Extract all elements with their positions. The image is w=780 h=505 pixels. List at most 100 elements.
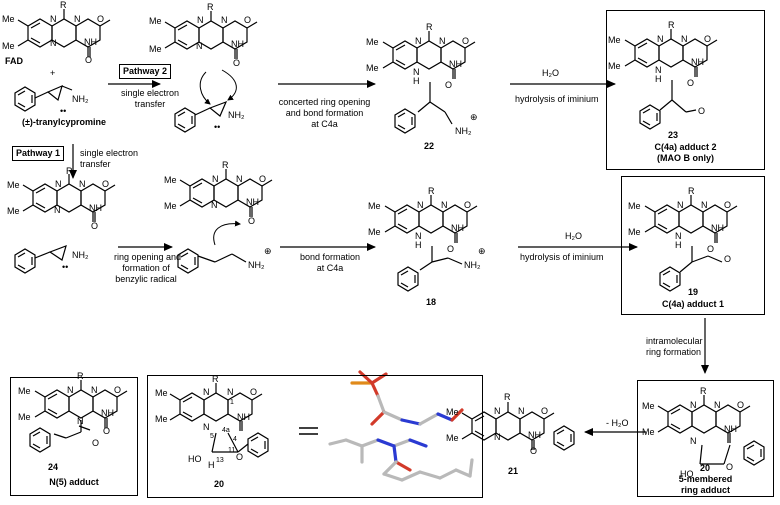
- svg-text:N: N: [494, 406, 501, 416]
- svg-text:Me: Me: [18, 412, 31, 422]
- svg-text:N: N: [211, 200, 218, 210]
- svg-text:Me: Me: [7, 180, 20, 190]
- svg-text:O: O: [259, 174, 266, 184]
- svg-text:O: O: [530, 446, 537, 456]
- svg-text:O: O: [704, 34, 711, 44]
- ring-opening-line3: benzylic radical: [115, 274, 177, 284]
- svg-text:N: N: [203, 422, 210, 432]
- svg-text:N: N: [518, 406, 525, 416]
- fad-label: FAD: [5, 56, 23, 66]
- svg-text:⊕: ⊕: [478, 246, 486, 256]
- compound-20-name-line1: 5-membered: [678, 474, 733, 484]
- svg-text:O: O: [236, 452, 243, 462]
- svg-text:Me: Me: [642, 427, 655, 437]
- svg-text:O: O: [103, 426, 110, 436]
- box-compound-20-3d: [147, 375, 483, 498]
- svg-text:N: N: [196, 41, 203, 51]
- bond-formation-line1: bond formation: [299, 252, 361, 262]
- svg-text:NH: NH: [711, 223, 724, 233]
- compound-20-label: 20: [700, 463, 711, 473]
- compound-18-structure: [384, 194, 478, 292]
- svg-text:O: O: [445, 80, 452, 90]
- svg-text:Me: Me: [642, 401, 655, 411]
- svg-text:O: O: [737, 400, 744, 410]
- svg-text:N: N: [655, 65, 662, 75]
- compound-19-label: 19: [688, 287, 699, 297]
- svg-text:NH: NH: [528, 430, 541, 440]
- svg-text:N: N: [677, 200, 684, 210]
- minus-water-label: - H₂O: [606, 418, 629, 428]
- hydrolysis-top-label: hydrolysis of iminium: [515, 94, 599, 104]
- box-compound-24: [10, 377, 138, 496]
- svg-text:HO: HO: [188, 454, 202, 464]
- svg-text:O: O: [698, 106, 705, 116]
- svg-text:NH: NH: [449, 59, 462, 69]
- svg-text:O: O: [447, 244, 454, 254]
- svg-text:4: 4: [233, 436, 237, 443]
- svg-text:R: R: [426, 22, 433, 32]
- compound-20-drawing: [169, 382, 269, 458]
- svg-text:R: R: [60, 0, 67, 10]
- compound-22-structure: [382, 30, 476, 134]
- svg-text:O: O: [244, 15, 251, 25]
- svg-text:N: N: [54, 205, 61, 215]
- svg-text:N: N: [690, 400, 697, 410]
- svg-text:⊕: ⊕: [470, 112, 478, 122]
- svg-text:Me: Me: [366, 63, 379, 73]
- concerted-line3: at C4a: [311, 119, 338, 129]
- svg-text:⊕: ⊕: [264, 246, 272, 256]
- svg-text:R: R: [428, 186, 435, 196]
- set-left-line1: single electron: [80, 148, 139, 158]
- svg-text:N: N: [494, 432, 501, 442]
- concerted-line2: and bond formation: [285, 108, 364, 118]
- svg-text:N: N: [221, 15, 228, 25]
- svg-text:NH: NH: [237, 412, 250, 422]
- svg-text:N: N: [91, 385, 98, 395]
- svg-text:Me: Me: [446, 433, 459, 443]
- compound-23-label: 23: [668, 130, 679, 140]
- svg-text:Me: Me: [18, 386, 31, 396]
- svg-text:O: O: [233, 58, 240, 68]
- svg-text:N: N: [203, 387, 210, 397]
- pathway-1-box: Pathway 1: [12, 146, 65, 161]
- svg-text:O: O: [91, 221, 98, 231]
- svg-text:NH₂: NH₂: [455, 126, 472, 136]
- bond-formation-line2: at C4a: [316, 263, 344, 273]
- svg-text:R: R: [207, 2, 214, 12]
- svg-text:N: N: [439, 36, 446, 46]
- svg-text:NH₂: NH₂: [464, 260, 481, 270]
- svg-text:NH₂: NH₂: [228, 110, 245, 120]
- compound-18-label: 18: [426, 297, 437, 307]
- svg-text:Me: Me: [368, 227, 381, 237]
- compound-23-name-line1: C(4a) adduct 2: [654, 142, 717, 152]
- svg-text:Me: Me: [446, 407, 459, 417]
- svg-text:••: ••: [62, 262, 68, 272]
- svg-text:R: R: [688, 186, 695, 196]
- atom-labels: N N O NH N O R Me Me + NH₂ •• N N O NH N…: [2, 0, 744, 479]
- svg-text:Me: Me: [149, 44, 162, 54]
- svg-text:Me: Me: [7, 206, 20, 216]
- compound-24-structure: [29, 379, 128, 453]
- svg-text:N: N: [79, 179, 86, 189]
- svg-text:NH: NH: [101, 408, 114, 418]
- svg-text:O: O: [541, 406, 548, 416]
- svg-text:N: N: [74, 14, 81, 24]
- reaction-arrows: [69, 80, 709, 436]
- svg-text:NH₂: NH₂: [72, 250, 89, 260]
- svg-text:••: ••: [60, 106, 66, 116]
- svg-text:O: O: [248, 216, 255, 226]
- svg-text:O: O: [464, 200, 471, 210]
- svg-text:N: N: [415, 36, 422, 46]
- set-intermediate-top: [164, 10, 258, 133]
- compound-21-label: 21: [508, 466, 519, 476]
- set-left-line2: transfer: [80, 159, 111, 169]
- svg-text:Me: Me: [155, 388, 168, 398]
- intramolecular-line2: ring formation: [646, 347, 702, 357]
- box-compound-20: [637, 380, 774, 497]
- svg-text:Me: Me: [155, 414, 168, 424]
- svg-text:H: H: [655, 74, 662, 84]
- svg-text:Me: Me: [368, 201, 381, 211]
- box-compound-19: [621, 176, 765, 315]
- svg-text:O: O: [102, 179, 109, 189]
- svg-text:H: H: [208, 460, 215, 470]
